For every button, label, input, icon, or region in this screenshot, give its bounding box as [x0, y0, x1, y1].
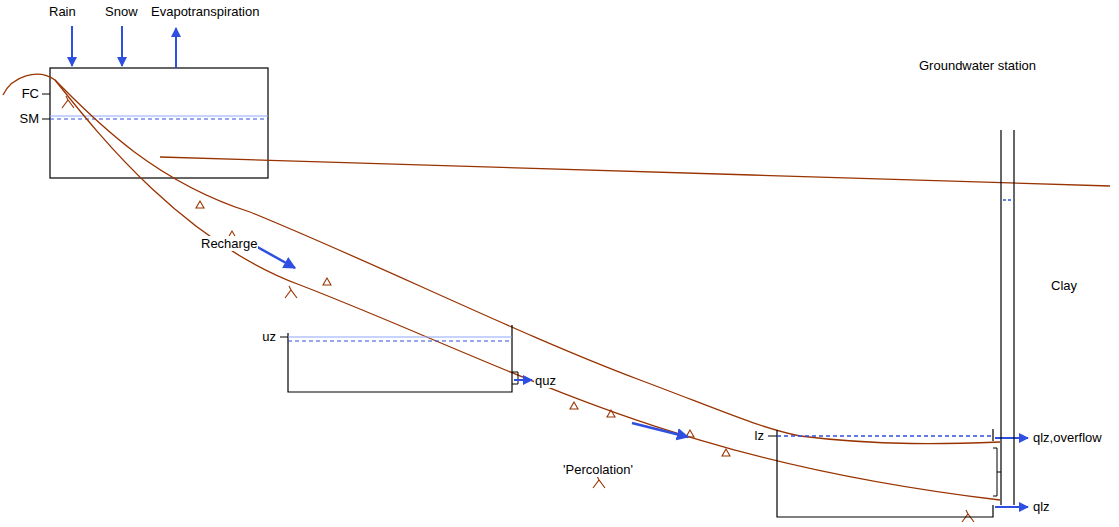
quz-arrow — [514, 379, 532, 381]
station-label: Groundwater station — [918, 58, 1037, 73]
outlet-bracket — [993, 448, 1001, 496]
flow-label: 'Percolation' — [562, 462, 634, 477]
qlz-arrow — [995, 506, 1028, 508]
input-label: Rain — [48, 4, 77, 19]
flow-label: qlz — [1032, 499, 1051, 514]
rain-arrow — [71, 26, 73, 66]
flow-label: quz — [534, 373, 557, 388]
flow-label: Recharge — [200, 236, 258, 251]
water-level — [50, 118, 268, 119]
outlet-bracket — [512, 372, 518, 384]
sand-symbols — [196, 201, 730, 456]
input-label: Snow — [104, 4, 139, 19]
uz-tank — [288, 325, 512, 392]
output-label: Evapotranspiration — [150, 4, 260, 19]
tick — [42, 94, 50, 95]
water-level — [288, 336, 512, 337]
water-level — [50, 115, 268, 116]
tick — [768, 436, 777, 437]
well-pipe — [1000, 130, 1001, 505]
recharge-arrow — [252, 244, 295, 268]
ground-marks — [62, 96, 974, 522]
water-level — [777, 435, 993, 437]
soil-box — [50, 68, 268, 178]
snow-arrow — [121, 26, 123, 66]
lz-tank — [777, 429, 993, 517]
level-label: lz — [754, 428, 765, 443]
tick — [280, 337, 288, 338]
evapotranspiration-arrow — [175, 28, 177, 68]
tick — [42, 119, 50, 120]
well-level — [1003, 199, 1012, 201]
level-label: uz — [261, 329, 277, 344]
water-level — [288, 340, 512, 341]
well-pipe — [1013, 130, 1014, 505]
ground-surface — [160, 157, 1110, 186]
layer-top — [3, 74, 1000, 443]
level-label: SM — [19, 111, 41, 126]
overflow-arrow — [995, 437, 1028, 439]
percolation-arrow — [632, 423, 688, 437]
soil-label: Clay — [1050, 278, 1078, 293]
level-label: FC — [21, 86, 40, 101]
flow-label: qlz,overflow — [1032, 430, 1103, 445]
layer-bottom — [55, 80, 1000, 500]
